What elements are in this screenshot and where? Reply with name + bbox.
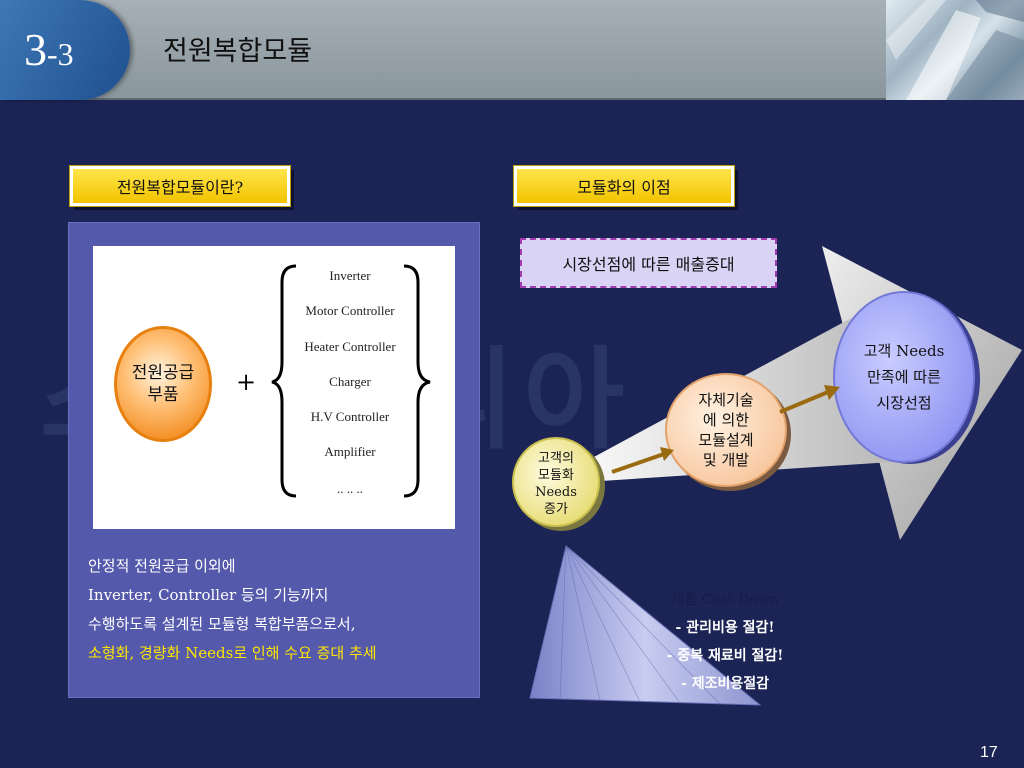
- circle-line: 고객의: [538, 451, 574, 466]
- cost-cone: [529, 545, 762, 706]
- part-item: Motor Controller: [305, 303, 395, 318]
- section-label-benefits: 모듈화의 이점: [513, 165, 735, 207]
- part-item: Charger: [329, 374, 371, 389]
- slide-number-tab: [0, 0, 130, 100]
- right-brace: [403, 264, 431, 498]
- circle-line: 자체기술: [698, 391, 754, 409]
- small-circle-text: 고객의 모듈화 Needs 증가: [512, 438, 600, 530]
- description-line: 안정적 전원공급 이외에: [88, 557, 236, 575]
- circle-line: 증가: [544, 502, 568, 517]
- slide-number-sub: -3: [47, 36, 74, 72]
- circle-line: 시장선점: [876, 394, 932, 412]
- part-item: Amplifier: [324, 444, 376, 459]
- cost-down-title: 제품 Cost Down: [671, 592, 779, 608]
- corner-decorative-image: [886, 0, 1024, 100]
- mid-circle: [665, 373, 787, 487]
- part-item: H.V Controller: [310, 409, 390, 424]
- power-supply-line-2: 부품: [147, 385, 179, 405]
- arrow-small-to-mid-head: [660, 447, 674, 461]
- market-preemption-box: 시장선점에 따른 매출증대: [520, 238, 777, 288]
- benefit-diagram: [512, 246, 1022, 706]
- cost-down-item: - 제조비용절감: [681, 676, 769, 692]
- cost-down-item: - 중복 재료비 절감!: [666, 648, 784, 664]
- part-item: Inverter: [329, 268, 371, 283]
- slide-number-main: 3: [24, 24, 47, 75]
- description-highlight-line: 소형화, 경량화 Needs로 인해 수요 증대 추세: [88, 644, 377, 662]
- curly-brace-graphic: [271, 264, 431, 498]
- arrow-mid-to-big-head: [824, 385, 840, 400]
- small-circle: [512, 437, 600, 527]
- circle-line: 및 개발: [702, 451, 750, 469]
- cost-down-item: - 관리비용 절감!: [675, 620, 775, 636]
- description-line: Inverter, Controller 등의 기능까지: [88, 586, 329, 604]
- slide-header: [0, 0, 1024, 100]
- arrow-mid-to-big: [779, 390, 829, 414]
- corner-art-graphic: [886, 0, 1024, 100]
- circle-line: 모듈화: [538, 468, 574, 483]
- cost-down-text: 제품 Cost Down - 관리비용 절감! - 중복 재료비 절감! - 제…: [600, 586, 850, 698]
- slide-title: 전원복합모듈: [163, 36, 313, 67]
- description-line: 수행하도록 설계된 모듈형 복합부품으로서,: [88, 615, 356, 633]
- big-circle-text: 고객 Needs 만족에 따른 시장선점: [834, 292, 974, 462]
- cone-rays: [559, 545, 721, 705]
- slide-number: 3-3: [24, 22, 74, 82]
- circle-line: 에 의한: [702, 411, 750, 429]
- circle-line: 만족에 따른: [867, 368, 941, 386]
- part-item: Heater Controller: [304, 339, 396, 354]
- circle-line: Needs: [535, 485, 577, 500]
- page-number: 17: [980, 744, 998, 761]
- mid-circle-text: 자체기술 에 의한 모듈설계 및 개발: [664, 374, 788, 486]
- description-text: 안정적 전원공급 이외에 Inverter, Controller 등의 기능까…: [88, 552, 478, 668]
- left-brace: [271, 264, 297, 498]
- circle-line: 모듈설계: [698, 431, 754, 449]
- circle-line: 고객 Needs: [863, 342, 945, 360]
- big-circle: [833, 291, 975, 463]
- arrow-small-to-mid: [611, 452, 665, 474]
- power-supply-circle: 전원공급 부품: [114, 326, 212, 442]
- section-label-what-is: 전원복합모듈이란?: [69, 165, 291, 207]
- part-item: .. .. ..: [337, 481, 363, 496]
- power-supply-line-1: 전원공급: [131, 363, 195, 383]
- plus-sign: +: [236, 368, 257, 396]
